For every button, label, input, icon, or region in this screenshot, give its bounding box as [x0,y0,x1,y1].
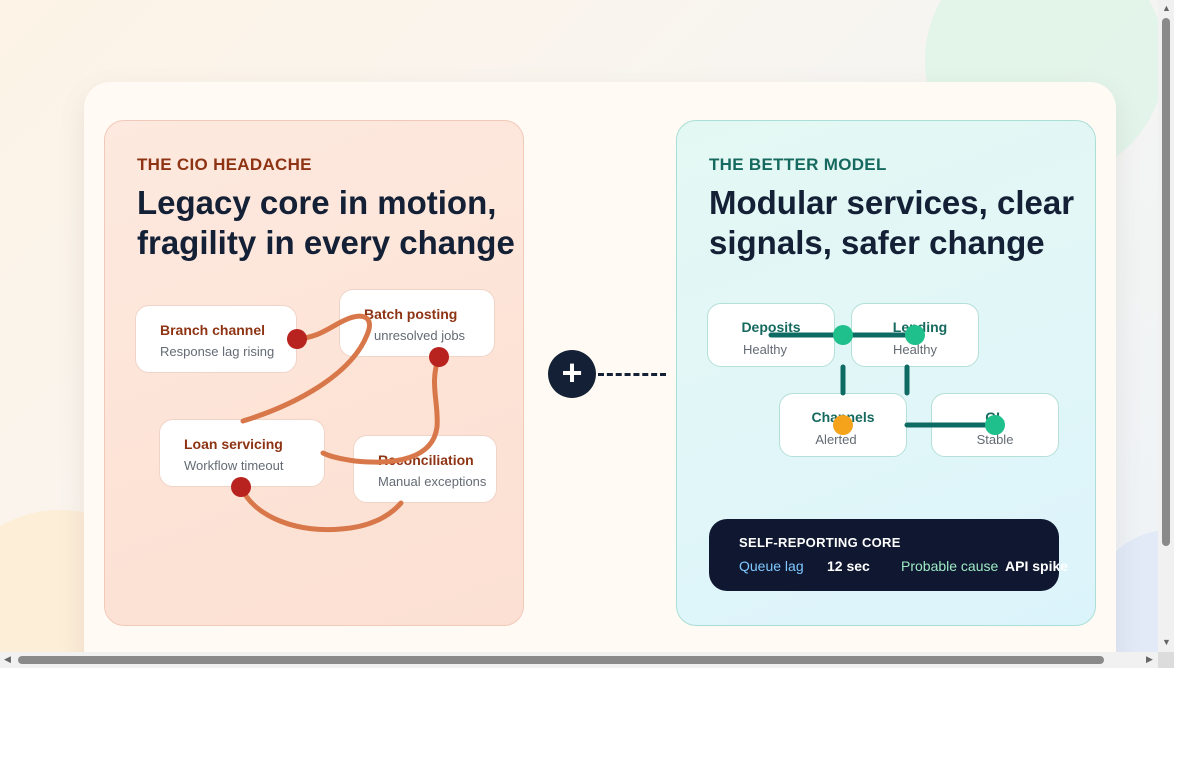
transition-connector: + [548,350,668,398]
node-reconciliation: Reconciliation Manual exceptions [353,435,497,503]
self-reporting-status: SELF-REPORTING CORE Queue lag 12 sec Pro… [709,519,1068,591]
node-subtitle: Healthy [892,342,938,357]
dashed-link [598,373,666,376]
probable-cause-label: Probable cause [901,558,999,574]
node-branch-channel: Branch channel Response lag rising [135,305,297,373]
legacy-panel: THE CIO HEADACHE Legacy core in motion, … [104,120,524,626]
node-title: Loan servicing [184,436,283,452]
legacy-headline: Legacy core in motion, fragility in ever… [137,183,537,263]
vertical-scrollbar[interactable]: ▲ ▼ [1158,0,1174,652]
node-title: Branch channel [160,322,266,338]
service-channels: Channels Alerted [779,393,907,457]
scroll-up-icon[interactable]: ▲ [1162,3,1171,13]
node-loan-servicing: Loan servicing Workflow timeout [159,419,325,487]
modular-headline: Modular services, clear signals, safer c… [709,183,1109,263]
service-gl: GL Stable [931,393,1059,457]
queue-lag-label: Queue lag [739,558,804,574]
node-subtitle: Alerted [815,432,857,447]
probable-cause-value: API spike [1005,558,1069,574]
modular-headline-line-1: Modular services, clear [709,184,1075,221]
scroll-left-icon[interactable]: ◀ [4,654,11,664]
legacy-eyebrow: THE CIO HEADACHE [137,155,312,174]
comparison-card: THE CIO HEADACHE Legacy core in motion, … [84,82,1116,652]
page-viewport: THE CIO HEADACHE Legacy core in motion, … [0,0,1158,652]
healthy-dot [833,325,853,345]
scrollbar-corner [1158,652,1174,668]
node-subtitle: unresolved jobs [374,328,466,343]
node-title: Deposits [741,319,801,335]
node-subtitle: Stable [976,432,1014,447]
scroll-right-icon[interactable]: ▶ [1146,654,1153,664]
status-title: SELF-REPORTING CORE [739,535,901,550]
status-row: Queue lag 12 sec Probable cause API spik… [739,558,1068,578]
horizontal-scrollbar[interactable]: ◀ ▶ [0,652,1158,668]
service-lending: Lending Healthy [851,303,979,367]
node-batch-posting: Batch posting unresolved jobs [339,289,495,357]
node-title: GL [985,409,1005,425]
vertical-scroll-thumb[interactable] [1162,18,1170,546]
modular-eyebrow: THE BETTER MODEL [709,155,887,174]
node-title: Batch posting [364,306,458,322]
legacy-headline-line-1: Legacy core in motion, [137,184,497,221]
node-subtitle: Workflow timeout [184,458,284,473]
scroll-down-icon[interactable]: ▼ [1162,637,1171,647]
legacy-headline-line-2: fragility in every change [137,224,515,261]
service-deposits: Deposits Healthy [707,303,835,367]
modular-panel: THE BETTER MODEL Modular services, clear… [676,120,1096,626]
horizontal-scroll-thumb[interactable] [18,656,1104,664]
node-title: Reconciliation [378,452,474,468]
plus-icon: + [548,350,596,398]
node-subtitle: Healthy [742,342,788,357]
node-subtitle: Response lag rising [160,344,275,359]
node-subtitle: Manual exceptions [378,474,487,489]
node-title: Lending [892,319,948,335]
modular-headline-line-2: signals, safer change [709,224,1045,261]
queue-lag-value: 12 sec [827,558,870,574]
node-title: Channels [811,409,875,425]
